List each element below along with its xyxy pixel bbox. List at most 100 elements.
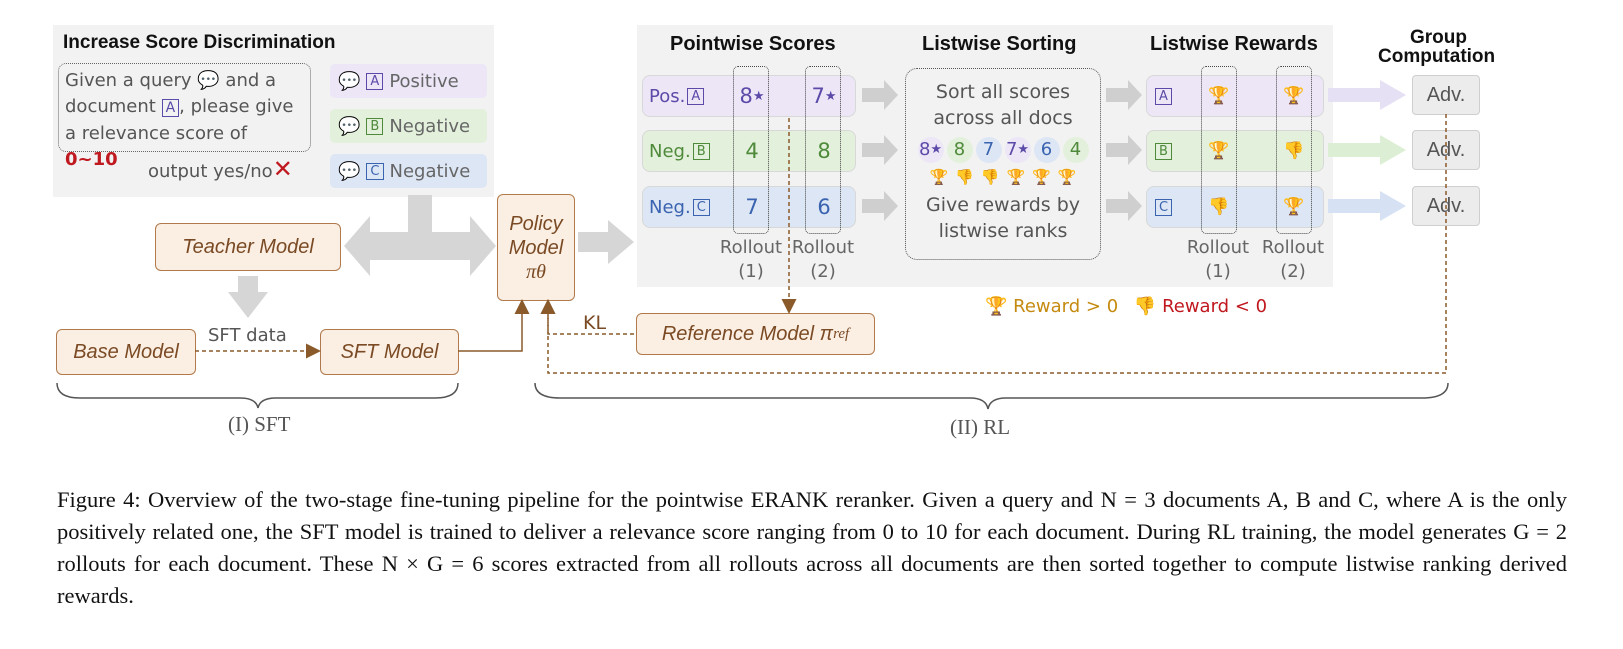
policy-line1: Policy [509, 212, 563, 235]
score-rollout2: 8 [807, 131, 841, 171]
row-to-sort-arrows [862, 80, 1142, 221]
score-value-2: 6 [817, 195, 831, 219]
pointwise-title: Pointwise Scores [670, 33, 836, 55]
doc-tag-b: 💬 B Negative [330, 109, 487, 143]
stage-rl-label: (II) RL [950, 415, 1011, 439]
star-icon: ★ [930, 142, 943, 157]
reference-model-label: Reference Model π [661, 322, 834, 345]
star-icon: ★ [1017, 142, 1030, 157]
trophy-icon: 🏆 [1032, 168, 1051, 186]
rollout1-word: Rollout [719, 237, 783, 258]
sft-model-box: SFT Model [320, 329, 459, 375]
thumbs-down-icon: 👎 [1133, 296, 1157, 317]
document-icon: B [692, 142, 710, 160]
score-rollout2: 7★ [807, 76, 841, 116]
trophy-icon: 🏆 [1208, 86, 1230, 106]
reward-rollout1: 🏆 [1202, 76, 1236, 116]
kl-label: KL [583, 312, 607, 334]
grey-t-connector [344, 195, 496, 276]
row-label: Pos.A [649, 76, 705, 116]
doc-tag-c: 💬 C Negative [330, 154, 487, 188]
thumbs-down-icon: 👎 [955, 168, 974, 186]
left-panel-title: Increase Score Discrimination [63, 32, 336, 53]
policy-symbol: πθ [526, 260, 546, 283]
document-icon: C [692, 198, 710, 216]
row-label-text: Neg. [649, 140, 691, 162]
reference-sub: ref [833, 325, 850, 342]
thumbs-down-icon: 👎 [1283, 141, 1305, 161]
teacher-model-box: Teacher Model [155, 223, 341, 271]
listwise-sorting-title: Listwise Sorting [922, 33, 1077, 55]
trophy-icon: 🏆 [1283, 197, 1305, 217]
reward-rollout2: 🏆 [1277, 76, 1311, 116]
policy-line2: Model [508, 236, 564, 259]
trophy-icon: 🏆 [929, 168, 949, 186]
document-icon: C [1155, 198, 1173, 216]
adv-arrow-c [1328, 191, 1406, 221]
reward-rollout2-label: Rollout(2) [1257, 236, 1329, 284]
thumbs-down-icon: 👎 [1208, 197, 1230, 217]
document-icon: C [366, 162, 384, 180]
sft-data-label: SFT data [208, 325, 287, 346]
sorted-score: 8 [946, 137, 973, 163]
trophy-icon: 🏆 [985, 296, 1008, 317]
legend: 🏆 Reward > 0 👎 Reward < 0 [985, 296, 1267, 317]
sorting-bottom-2: listwise ranks [938, 220, 1068, 242]
sorting-top-2: across all docs [933, 107, 1073, 129]
sorted-score: 8★ [917, 137, 944, 163]
sft-brace [56, 382, 459, 409]
kl-arrow [540, 299, 634, 335]
score-rollout2: 6 [807, 187, 841, 227]
score-value-2: 8 [817, 139, 831, 163]
reward-row: B 🏆 👎 [1146, 130, 1324, 172]
thumbs-down-icon: 👎 [980, 168, 1000, 186]
rl-brace [534, 382, 1449, 410]
document-icon: A [1155, 87, 1172, 105]
reward-rollout1: 🏆 [1202, 131, 1236, 171]
chat-icon: 💬 [197, 70, 220, 91]
reward-rollout1-label: Rollout(1) [1182, 236, 1254, 284]
sorted-rewards: 🏆 👎 👎 🏆 🏆 🏆 [906, 164, 1100, 190]
star-icon: ★ [752, 88, 765, 104]
score-row: Pos.A 8★ 7★ [642, 75, 856, 117]
doc-tag-label: Negative [389, 160, 471, 182]
sorted-score: 7★ [1004, 137, 1031, 163]
reward-rollout1-num: (1) [1205, 261, 1231, 282]
policy-model-box: Policy Model πθ [497, 194, 575, 301]
output-note: output yes/no✕ [148, 157, 293, 182]
legend-negative: Reward < 0 [1162, 296, 1268, 317]
score-value-1: 8 [739, 84, 753, 108]
sorted-score: 4 [1062, 137, 1089, 163]
grey-down-arrow [228, 276, 268, 318]
prompt-text-3: document [65, 96, 156, 117]
reward-rollout1-frame [1201, 66, 1237, 234]
chat-icon: 💬 [338, 115, 361, 137]
listwise-rewards-title: Listwise Rewards [1150, 33, 1318, 55]
row-label-text: Neg. [649, 196, 691, 218]
adv-feedback-arrow [540, 114, 1447, 374]
prompt-text-2: and a [225, 70, 277, 91]
stage-sft-label: (I) SFT [228, 412, 291, 436]
group-title-2: Computation [1378, 46, 1496, 67]
trophy-icon: 🏆 [1006, 168, 1026, 186]
legend-positive: Reward > 0 [1013, 296, 1119, 317]
document-icon: B [366, 117, 384, 135]
prompt-box: Given a query 💬 and a document A, please… [58, 63, 311, 170]
score-value-2: 7 [811, 84, 825, 108]
group-title-1: Group [1410, 27, 1467, 48]
document-icon: A [687, 87, 705, 105]
reward-rollout2: 🏆 [1277, 187, 1311, 227]
output-note-text: output yes/no [148, 161, 273, 182]
rollout1-num: (1) [738, 261, 764, 282]
trophy-icon: 🏆 [1057, 168, 1077, 186]
trophy-icon: 🏆 [1208, 141, 1230, 161]
reward-row: A 🏆 🏆 [1146, 75, 1324, 117]
score-rollout1: 8★ [735, 76, 769, 116]
reward-rollout1: 👎 [1202, 187, 1236, 227]
reward-doc-icon: C [1155, 187, 1173, 227]
adv-arrow-b [1328, 135, 1406, 165]
